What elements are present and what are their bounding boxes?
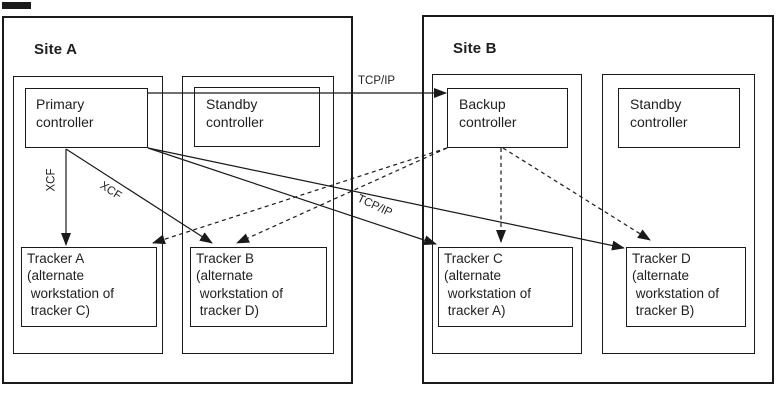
xcf-vertical-label: XCF [45, 168, 58, 192]
tracker-b-label: Tracker B (alternate workstation of trac… [196, 251, 284, 318]
top-left-artifact-bar [2, 2, 31, 9]
tracker-d-box [626, 247, 746, 327]
site-a-standby-controller-label: Standby controller [206, 96, 264, 130]
dashed-arrow-backup-to-tracker-b [236, 147, 448, 244]
site-b-standby-group-box [602, 74, 755, 354]
tracker-a-box [21, 247, 157, 327]
site-b-standby-controller-box [618, 88, 740, 148]
backup-controller-box [447, 88, 568, 148]
site-a-standby-controller-box [194, 87, 320, 147]
tracker-d-label: Tracker D (alternate workstation of trac… [632, 251, 720, 318]
tracker-a-label: Tracker A (alternate workstation of trac… [27, 251, 115, 318]
tracker-c-label: Tracker C (alternate workstation of trac… [444, 251, 532, 318]
primary-controller-label: Primary controller [36, 96, 94, 130]
xcf-arrow-primary-to-tracker-b [65, 148, 213, 244]
site-a-title: Site A [34, 41, 78, 58]
arrow-primary-to-tracker-d [147, 147, 625, 251]
site-b-box [422, 15, 774, 384]
site-b-title: Site B [453, 40, 497, 57]
tcpip-horizontal-label: TCP/IP [358, 75, 396, 87]
tracker-c-box [438, 247, 573, 327]
dashed-arrow-backup-to-tracker-d [502, 147, 651, 241]
tracker-b-box [190, 247, 327, 327]
dashed-arrow-backup-to-tracker-a [152, 147, 448, 245]
backup-controller-label: Backup controller [459, 96, 517, 130]
site-a-box [2, 16, 353, 384]
site-a-standby-group-box [182, 76, 334, 354]
tcpip-arrow-primary-to-tracker-c [147, 147, 437, 245]
site-a-primary-group-box [13, 76, 163, 354]
primary-controller-box [25, 88, 148, 148]
site-b-backup-group-box [432, 74, 582, 354]
site-b-standby-controller-label: Standby controller [630, 96, 688, 130]
